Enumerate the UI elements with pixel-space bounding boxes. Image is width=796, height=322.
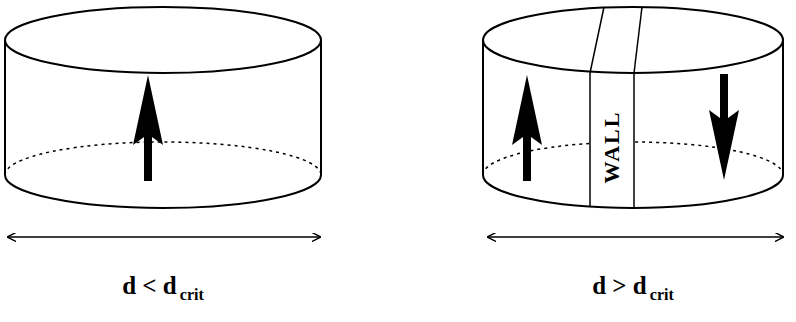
- subscript-label: crit: [180, 286, 204, 303]
- magnetization-arrow: [133, 75, 163, 181]
- diameter-arrow: [488, 236, 783, 238]
- subscript-label: crit: [650, 286, 674, 303]
- condition-label: d < d: [122, 272, 177, 299]
- condition-label: d < dcrit: [122, 272, 204, 304]
- wall-label: WALL: [599, 111, 625, 184]
- domain-wall: WALL: [591, 90, 633, 204]
- magnetization-arrow: [709, 74, 739, 180]
- single-domain-disk: [5, 7, 321, 208]
- magnetization-arrow: [512, 75, 542, 181]
- condition-label: d > dcrit: [592, 272, 674, 304]
- two-domain-disk: [483, 7, 783, 208]
- diameter-arrow: [8, 236, 320, 238]
- condition-label: d > d: [592, 272, 647, 299]
